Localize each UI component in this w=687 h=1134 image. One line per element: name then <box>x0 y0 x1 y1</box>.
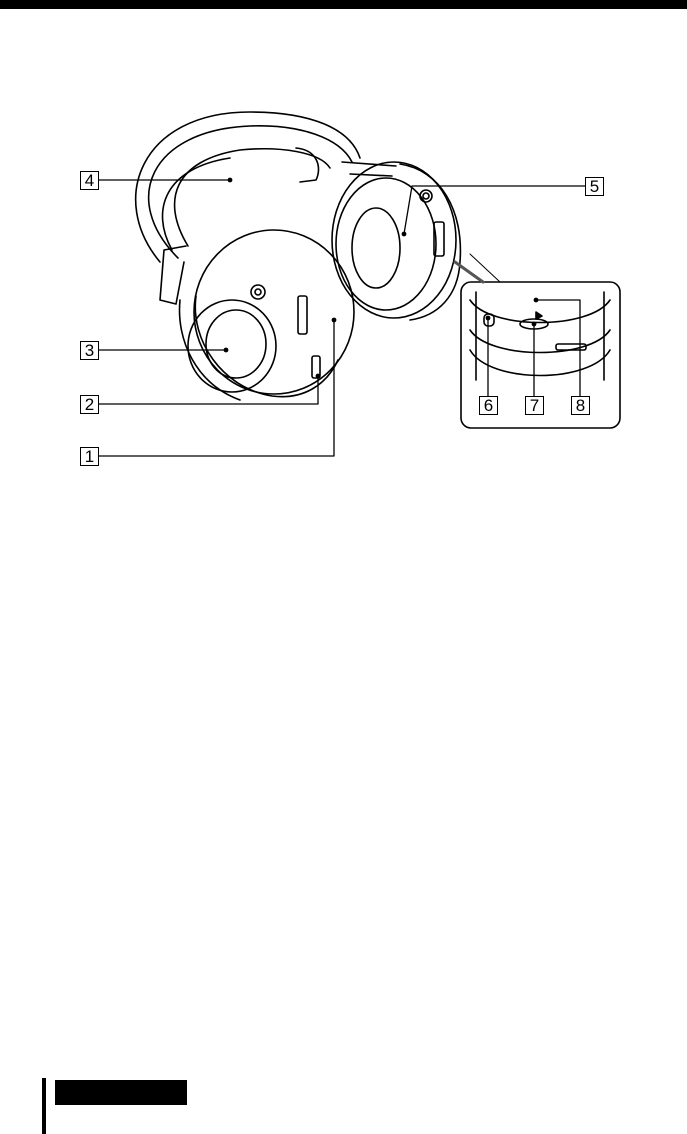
left-ear-cup <box>160 230 354 400</box>
callout-2: 2 <box>80 395 99 414</box>
section-tab-label <box>55 1080 187 1105</box>
headband <box>136 112 396 262</box>
headphones-diagram <box>0 0 687 500</box>
margin-rule <box>42 1078 46 1134</box>
callout-1: 1 <box>80 447 99 466</box>
callout-6: 6 <box>479 396 498 415</box>
callout-3: 3 <box>80 341 99 360</box>
leader-lines <box>99 178 585 456</box>
callout-8: 8 <box>571 396 590 415</box>
callout-4: 4 <box>80 171 99 190</box>
callout-5: 5 <box>585 177 604 196</box>
callout-7: 7 <box>525 396 544 415</box>
